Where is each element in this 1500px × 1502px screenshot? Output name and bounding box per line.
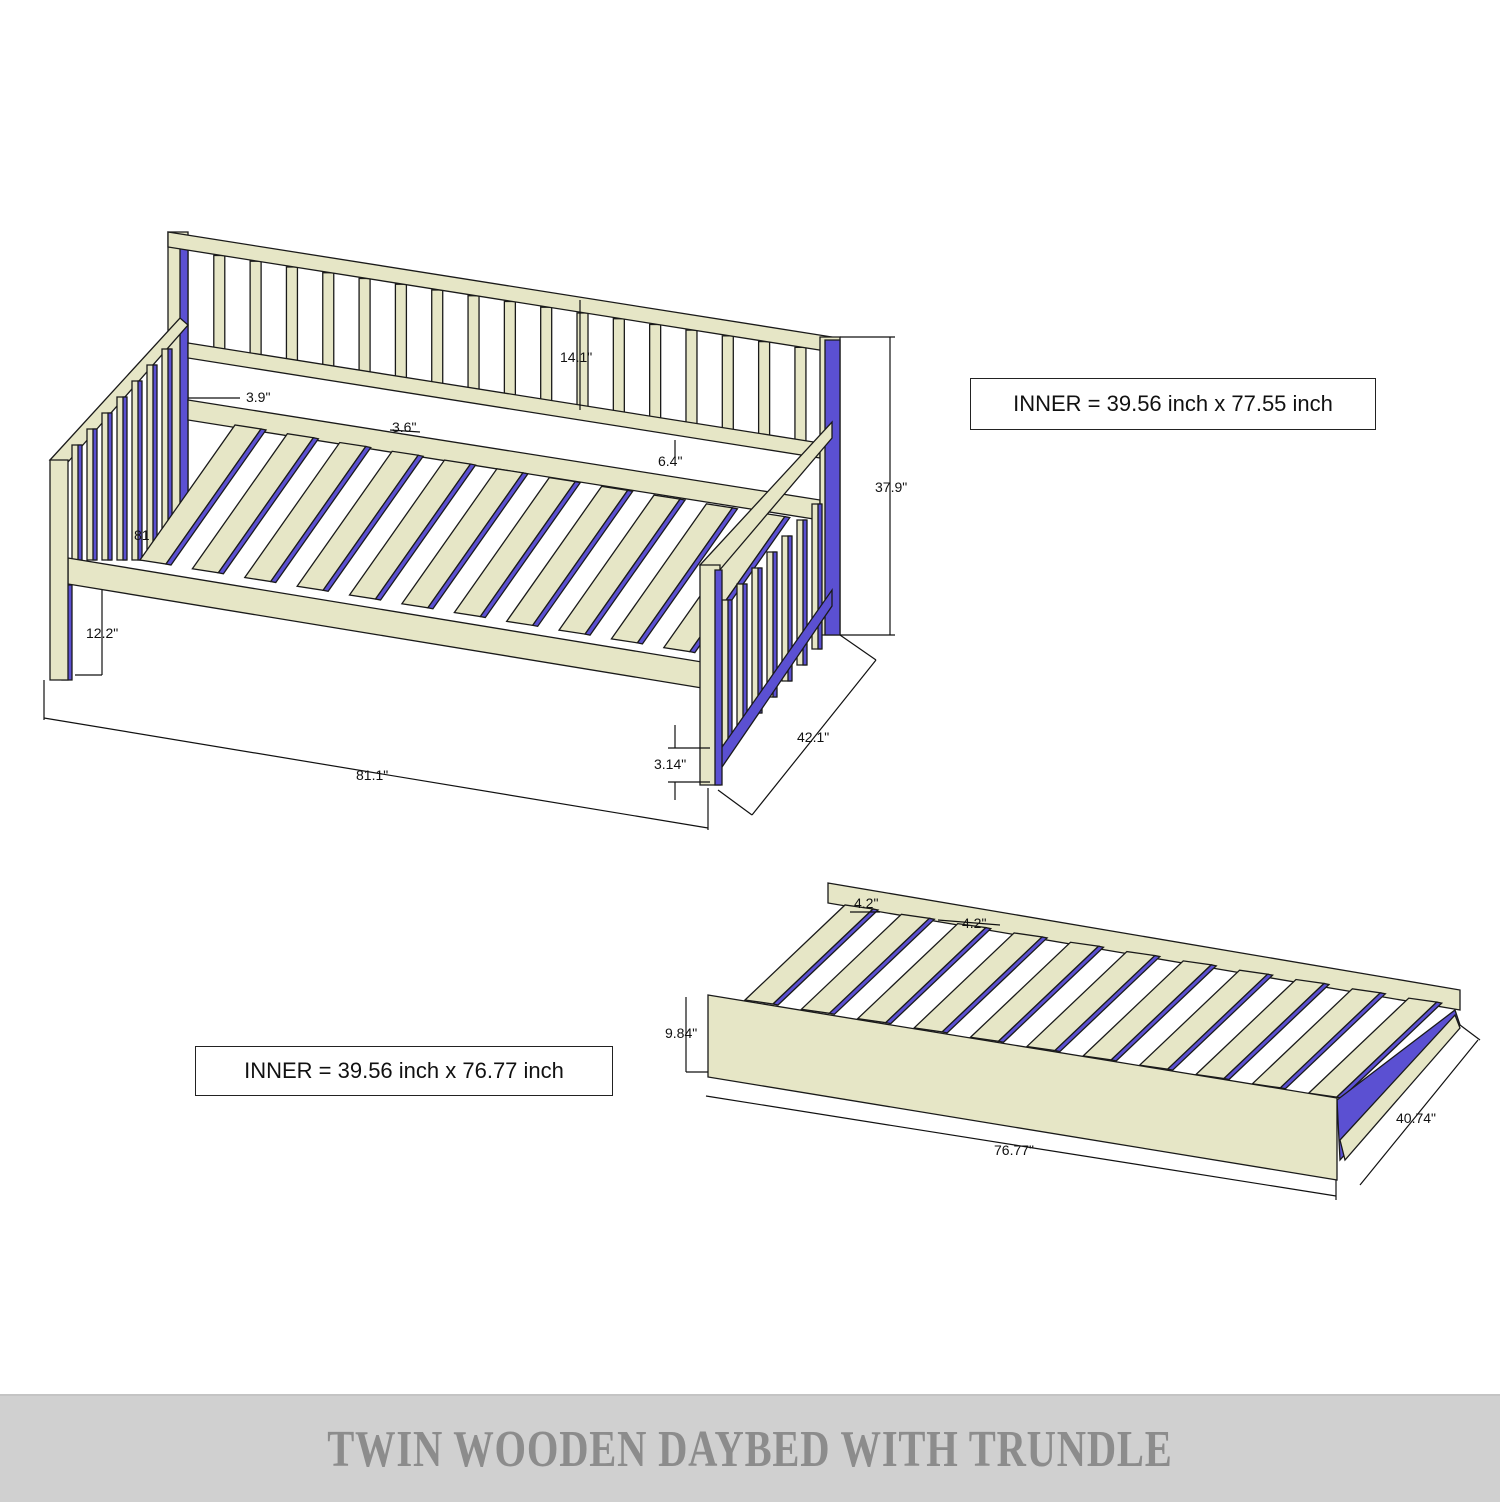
trundle-slat-shade [1222,982,1331,1081]
bed-slat-shade [583,498,687,636]
back-spindle [503,300,517,406]
right-arm-spindle-shade [742,583,748,730]
dim-trundle-slat-gap-2: 4.2" [962,915,986,931]
trundle-slat-shade [771,908,880,1006]
dimension-line [1459,1024,1481,1041]
dimension-line [389,429,421,433]
back-spindle [467,295,480,400]
right-arm-spindle-shade [727,599,733,746]
left-arm-spindle-shade [152,364,158,561]
dim-trundle-width: 40.74" [1396,1110,1436,1126]
back-spindle [685,329,698,434]
dimension-line [717,789,753,816]
dim-post-to-slat: 3.9" [246,389,270,405]
trundle-slat-shade [1278,992,1387,1090]
trundle-drawing [707,882,1461,1181]
back-spindle [394,283,408,388]
back-spindle [612,318,625,423]
left-arm-spindle-shade [107,412,113,561]
dim-rail-gap: 6.4" [658,453,682,469]
dim-spindle-height: 14.1" [560,349,592,365]
bed-slat-shade [426,472,530,610]
dim-depth: 42.1" [797,729,829,745]
back-spindle [213,254,226,360]
dimension-line [1359,1039,1479,1186]
dimension-line [43,717,709,829]
right-arm-spindle-shade [787,535,793,682]
bed-slat-shade [636,507,739,645]
trundle-back-board [827,882,1461,1011]
left-arm-spindle-shade [122,396,128,561]
dimension-line [937,919,1001,926]
daybed-drawing [48,231,841,786]
daybed-inner-size-label: INNER = 39.56 inch x 77.55 inch [970,378,1376,430]
dim-slat-gap: 3.6" [392,419,416,435]
bed-slat-shade [164,428,268,566]
dimension-line [705,1095,1337,1197]
dimension-line [839,634,877,661]
dimension-line [751,659,877,816]
trundle-inner-size-label: INNER = 39.56 inch x 76.77 inch [195,1046,613,1096]
right-front-post-shade [714,569,723,786]
right-arm-spindle-shade [817,503,823,650]
bed-slat-shade [479,480,582,619]
title-banner: TWIN WOODEN DAYBED WITH TRUNDLE [0,1394,1500,1502]
bed-slat-shade [269,445,372,584]
back-spindle [285,266,299,371]
back-spindle [358,277,371,383]
trundle-slat-shade [1053,954,1162,1053]
bed-slat-shade [374,463,477,601]
trundle-front-board [707,994,1338,1181]
back-spindle [649,323,662,429]
dim-leg-clearance: 12.2" [86,625,118,641]
dim-trundle-length: 76.77" [994,1142,1034,1158]
trundle-slat-shade [828,917,936,1016]
back-spindle [322,272,335,377]
dim-foot-height: 3.14" [654,756,686,772]
back-spindle [757,341,771,446]
bed-slat-shade [322,454,425,593]
dim-length: 81.1" [356,767,388,783]
bed-slat-shade [217,437,320,575]
dim-trundle-slat-gap-1: 4.2" [854,895,878,911]
trundle-slat-shade [1166,973,1274,1071]
daybed-diagram: 14.1" 3.9" 3.6" 6.4" 37.9" 81 12.2" 42.1… [43,231,1481,1200]
trundle-slat-shade [940,936,1049,1034]
dim-spindle-gap: 81 [134,527,150,543]
left-front-post [49,459,69,681]
trundle-slat-shade [884,926,993,1025]
back-spindle [431,289,444,394]
right-arm-spindle-shade [757,567,763,714]
trundle-slat-shade [1109,964,1218,1062]
back-spindle [794,346,807,452]
back-spindle [540,306,553,411]
bed-slat-shade [531,489,634,628]
back-top-rail [167,231,833,353]
right-arm-spindle-shade [772,551,778,698]
dimension-lines [43,300,1481,1200]
back-left-post-shade [179,239,189,531]
back-spindle [721,335,734,440]
dim-total-height: 37.9" [875,479,907,495]
trundle-slat-shade [997,945,1105,1043]
back-spindle [249,260,262,365]
dim-trundle-height: 9.84" [665,1025,697,1041]
product-title: TWIN WOODEN DAYBED WITH TRUNDLE [327,1420,1173,1478]
trundle-side-board [1339,1013,1461,1162]
left-arm-spindle-shade [92,428,98,561]
left-arm-spindle-shade [77,444,83,561]
